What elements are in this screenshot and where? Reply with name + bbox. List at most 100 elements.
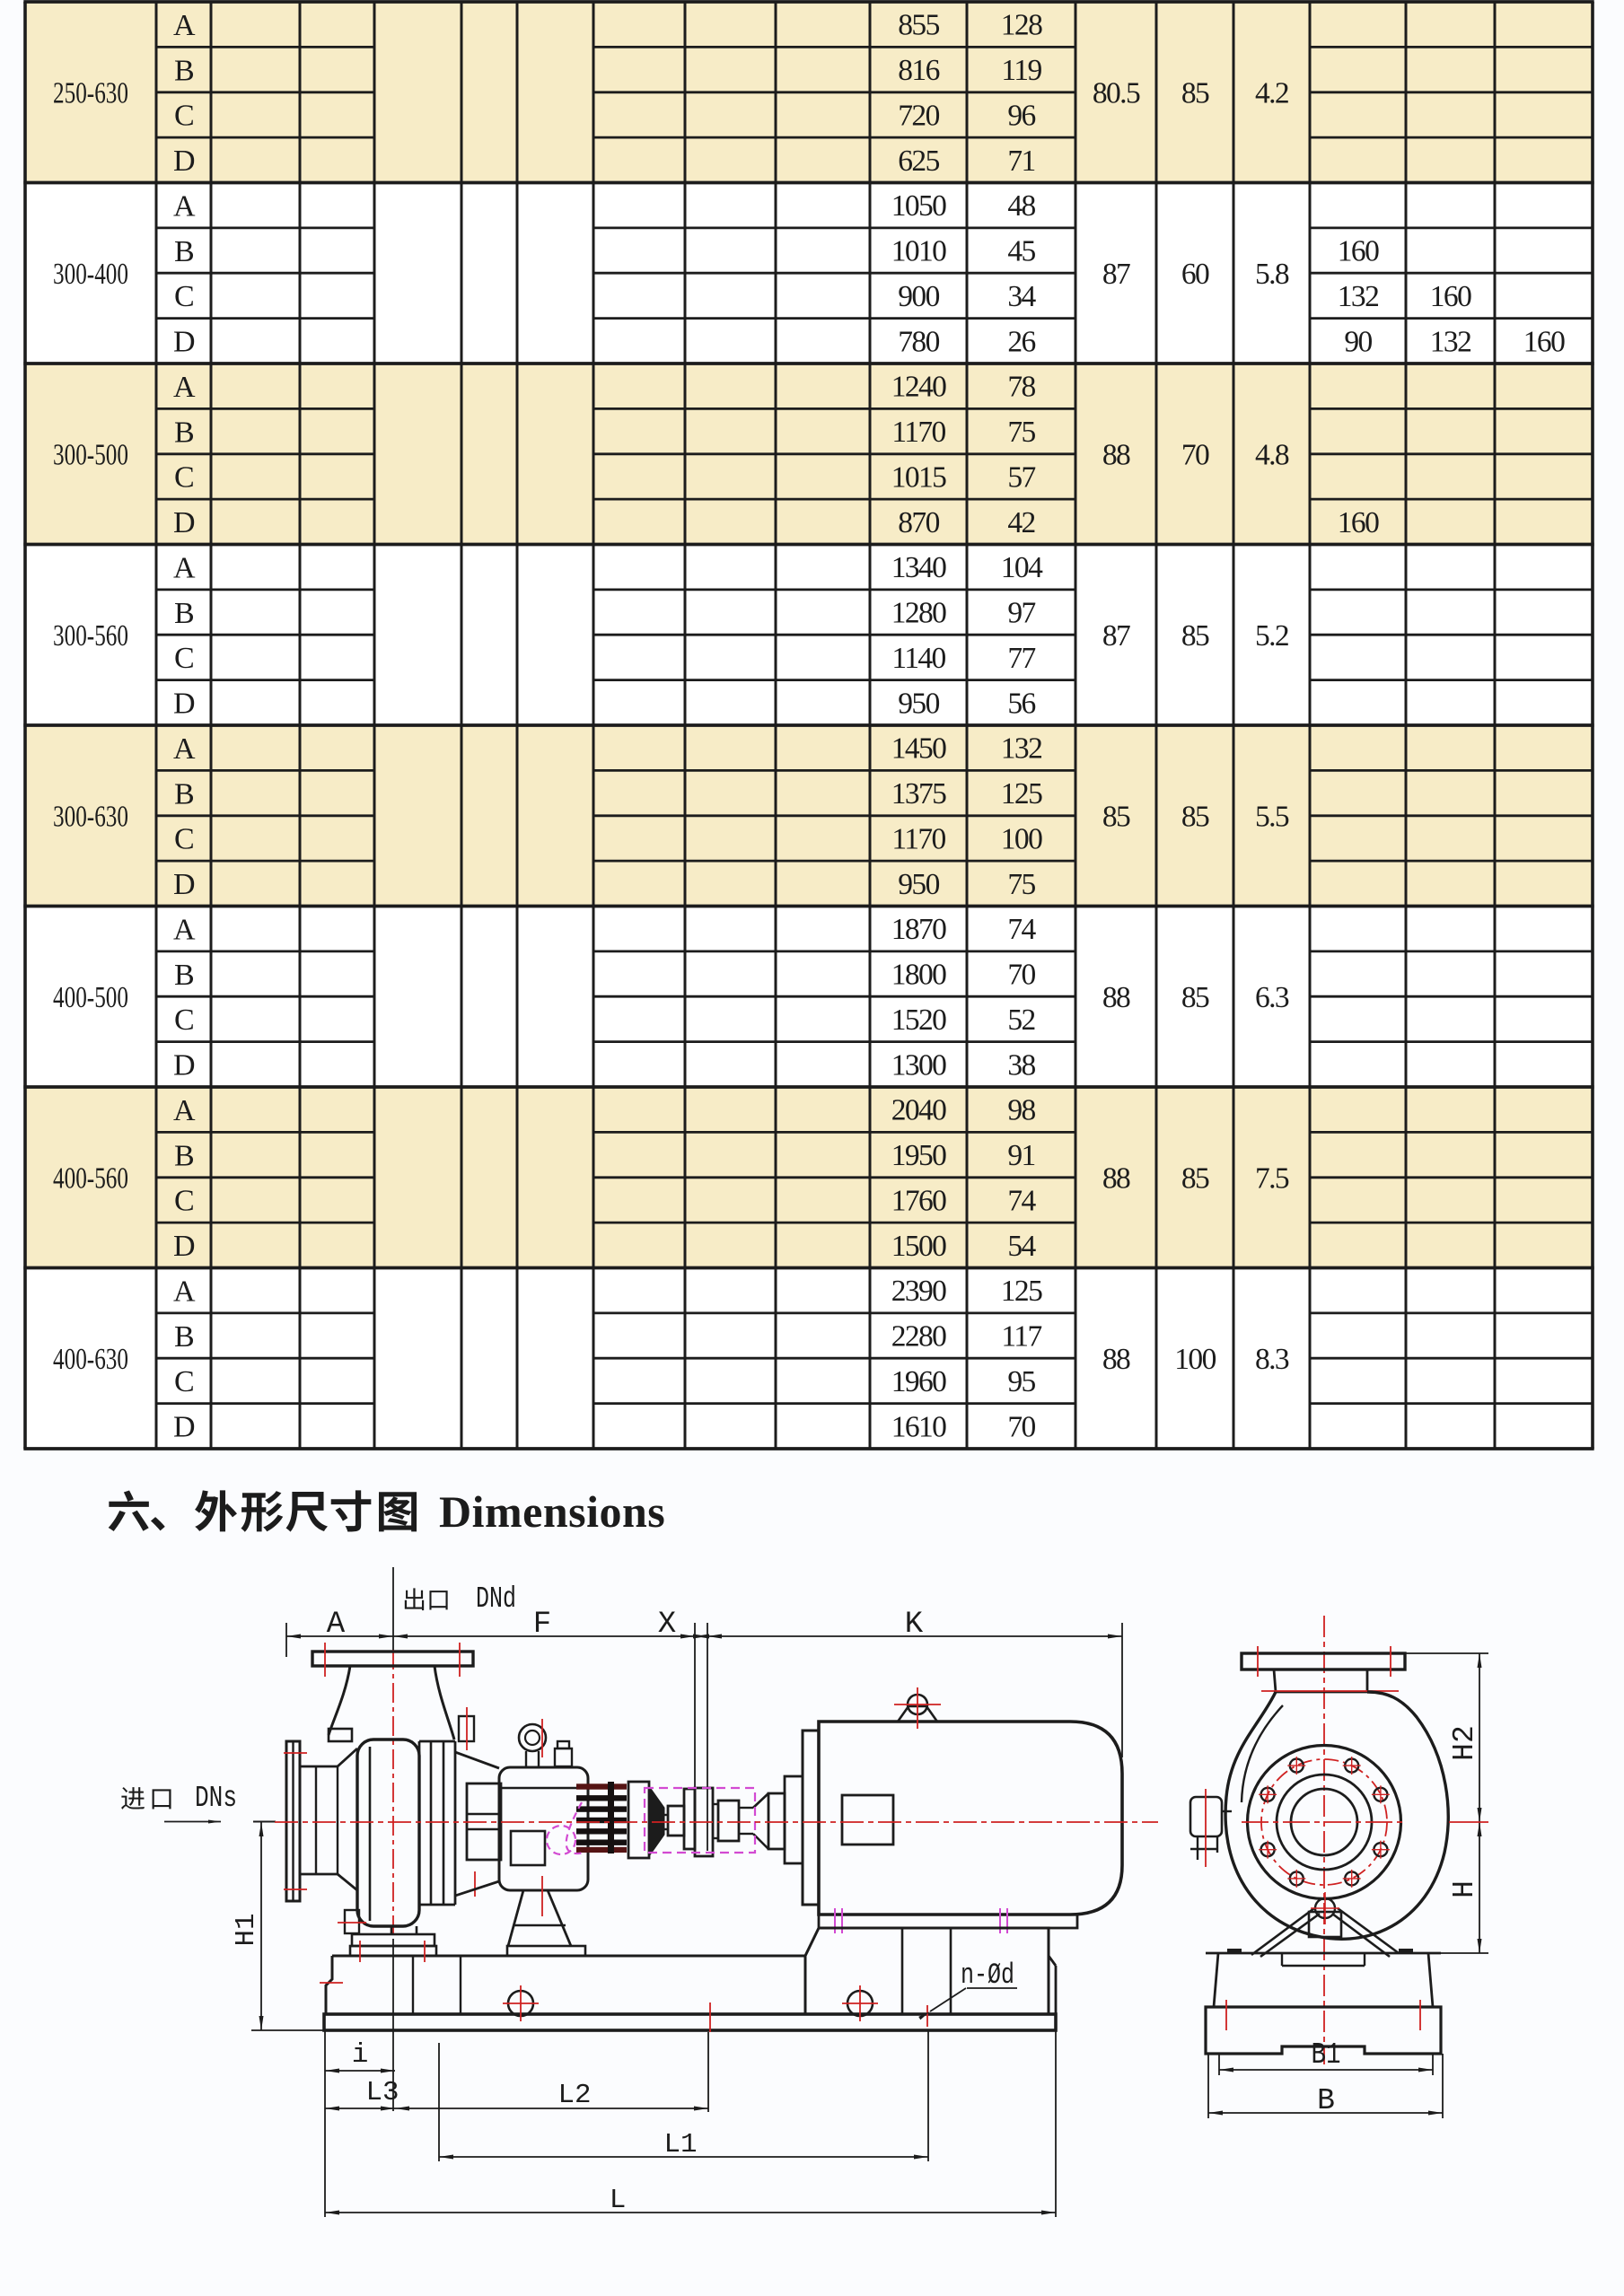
svg-text:X: X [658, 1608, 676, 1642]
svg-text:128: 128 [1001, 9, 1042, 42]
svg-text:1950: 1950 [891, 1139, 946, 1172]
svg-text:117: 117 [1001, 1320, 1041, 1354]
svg-text:100: 100 [1001, 823, 1042, 856]
svg-text:88: 88 [1102, 438, 1130, 471]
svg-text:85: 85 [1181, 1161, 1209, 1195]
svg-text:1170: 1170 [891, 823, 945, 856]
svg-text:i: i [352, 2039, 369, 2071]
svg-text:950: 950 [898, 868, 939, 901]
svg-text:A: A [173, 551, 196, 584]
svg-text:125: 125 [1001, 777, 1042, 811]
svg-text:70: 70 [1181, 438, 1209, 471]
svg-text:300-560: 300-560 [53, 619, 128, 653]
svg-text:1500: 1500 [891, 1230, 946, 1263]
svg-text:300-500: 300-500 [53, 438, 128, 471]
svg-text:98: 98 [1007, 1094, 1035, 1127]
svg-text:78: 78 [1007, 371, 1035, 404]
svg-text:77: 77 [1007, 642, 1035, 675]
svg-text:855: 855 [898, 9, 939, 42]
svg-text:250-630: 250-630 [53, 76, 128, 110]
svg-text:2280: 2280 [891, 1320, 946, 1354]
svg-text:132: 132 [1001, 732, 1041, 766]
svg-text:C: C [174, 823, 193, 856]
svg-text:74: 74 [1007, 913, 1036, 946]
svg-text:300-400: 300-400 [53, 258, 128, 291]
svg-text:B: B [174, 235, 194, 268]
svg-text:1960: 1960 [891, 1365, 946, 1398]
svg-text:100: 100 [1174, 1343, 1216, 1376]
svg-text:1760: 1760 [891, 1185, 946, 1218]
svg-text:B: B [174, 959, 194, 992]
svg-text:85: 85 [1181, 619, 1209, 653]
svg-text:85: 85 [1181, 800, 1209, 833]
svg-text:91: 91 [1007, 1139, 1034, 1172]
svg-text:A: A [173, 1094, 196, 1127]
svg-text:C: C [174, 280, 193, 313]
svg-text:D: D [173, 1411, 195, 1444]
svg-text:1300: 1300 [891, 1048, 946, 1082]
svg-text:45: 45 [1007, 235, 1035, 268]
svg-text:85: 85 [1181, 981, 1209, 1014]
svg-text:104: 104 [1001, 551, 1043, 584]
svg-text:88: 88 [1102, 1343, 1130, 1376]
svg-text:B: B [174, 777, 194, 811]
svg-text:88: 88 [1102, 1161, 1130, 1195]
svg-text:57: 57 [1007, 461, 1035, 495]
svg-text:96: 96 [1007, 100, 1035, 133]
svg-text:70: 70 [1007, 1410, 1035, 1443]
svg-text:6.3: 6.3 [1255, 981, 1289, 1014]
svg-text:26: 26 [1007, 325, 1035, 358]
svg-text:C: C [174, 100, 193, 133]
svg-text:85: 85 [1181, 76, 1209, 110]
svg-text:56: 56 [1007, 687, 1035, 720]
svg-text:70: 70 [1007, 959, 1035, 992]
svg-text:H: H [1448, 1880, 1481, 1898]
svg-text:870: 870 [898, 506, 939, 539]
svg-text:48: 48 [1007, 189, 1035, 223]
svg-text:400-630: 400-630 [53, 1343, 128, 1376]
svg-text:A: A [327, 1608, 346, 1642]
svg-text:1170: 1170 [891, 416, 945, 449]
svg-text:4.8: 4.8 [1255, 438, 1289, 471]
svg-text:A: A [173, 9, 196, 42]
svg-text:n-Ød: n-Ød [961, 1959, 1014, 1992]
svg-text:L: L [610, 2185, 627, 2216]
svg-text:87: 87 [1102, 258, 1130, 291]
svg-text:H1: H1 [231, 1914, 262, 1947]
svg-text:720: 720 [898, 100, 939, 133]
svg-text:C: C [174, 1185, 193, 1218]
svg-text:97: 97 [1007, 597, 1035, 630]
svg-text:816: 816 [898, 54, 939, 87]
svg-text:400-500: 400-500 [53, 981, 128, 1014]
svg-text:87: 87 [1102, 619, 1130, 653]
svg-text:L2: L2 [558, 2080, 592, 2111]
svg-text:900: 900 [898, 280, 939, 313]
svg-text:85: 85 [1102, 800, 1130, 833]
svg-text:60: 60 [1181, 258, 1209, 291]
svg-text:1010: 1010 [891, 235, 946, 268]
svg-text:D: D [173, 145, 195, 178]
svg-text:1800: 1800 [891, 959, 946, 992]
svg-text:B: B [1317, 2084, 1335, 2117]
svg-text:5.2: 5.2 [1255, 619, 1288, 653]
svg-text:DNs: DNs [195, 1782, 237, 1815]
svg-text:Dimensions: Dimensions [439, 1486, 665, 1537]
svg-text:C: C [174, 1003, 193, 1037]
svg-text:400-560: 400-560 [53, 1161, 128, 1195]
svg-text:A: A [173, 732, 196, 766]
svg-text:38: 38 [1007, 1048, 1035, 1082]
svg-text:34: 34 [1007, 280, 1036, 313]
svg-text:4.2: 4.2 [1255, 76, 1288, 110]
svg-text:75: 75 [1007, 416, 1035, 449]
svg-text:A: A [173, 371, 196, 404]
svg-text:160: 160 [1338, 235, 1379, 268]
svg-text:125: 125 [1001, 1275, 1042, 1308]
svg-text:119: 119 [1001, 54, 1041, 87]
svg-text:132: 132 [1430, 325, 1470, 358]
svg-text:71: 71 [1007, 145, 1034, 178]
svg-text:5.8: 5.8 [1255, 258, 1289, 291]
svg-text:75: 75 [1007, 868, 1035, 901]
svg-text:1240: 1240 [891, 371, 946, 404]
svg-text:780: 780 [898, 325, 939, 358]
svg-text:B: B [174, 597, 194, 630]
